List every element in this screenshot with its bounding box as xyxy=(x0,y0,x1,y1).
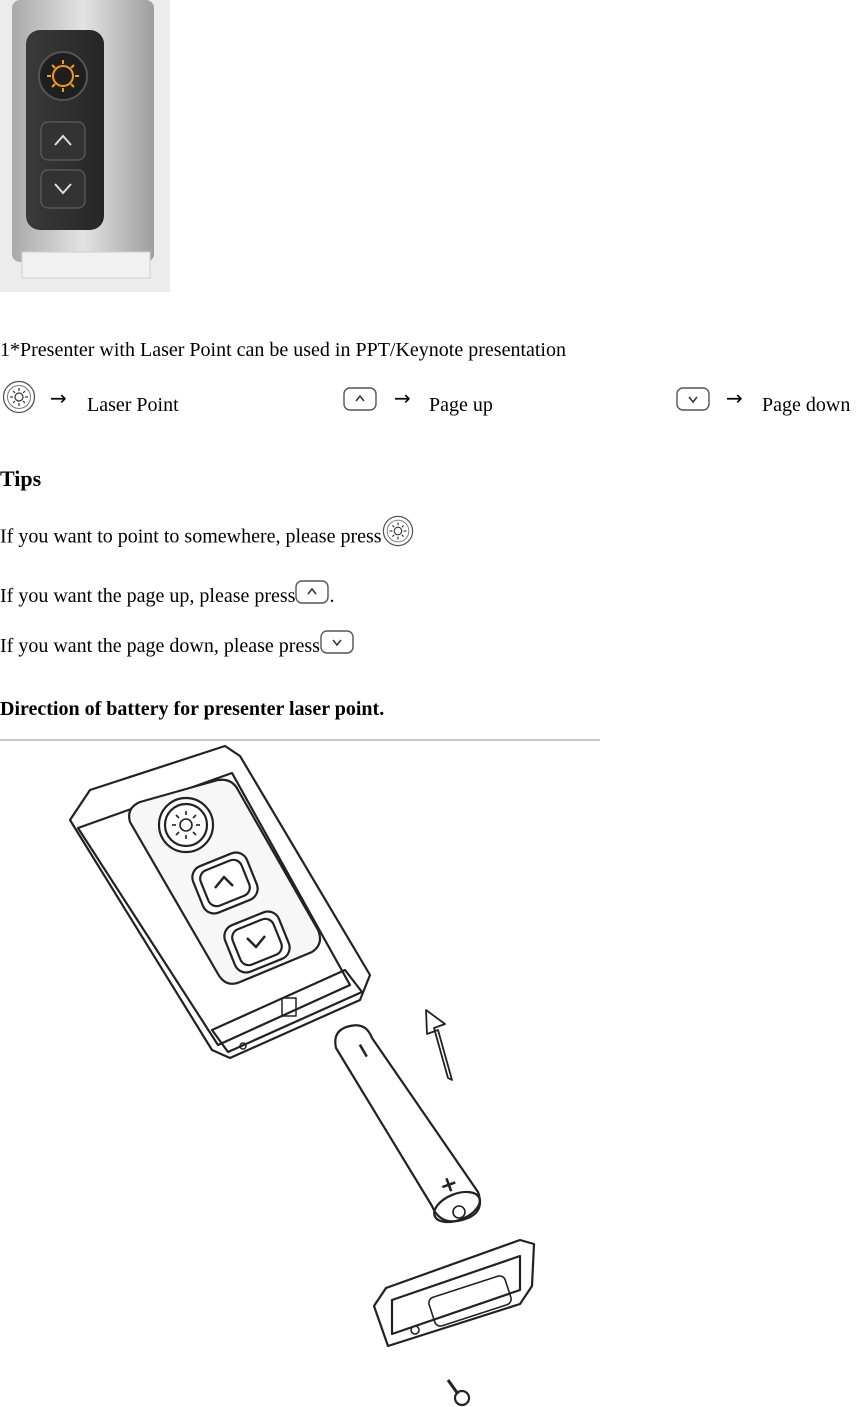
legend-arrow: → xyxy=(394,386,411,410)
intro-description: 1*Presenter with Laser Point can be used… xyxy=(0,339,566,361)
legend-arrow: → xyxy=(726,386,743,410)
page-down-button-icon xyxy=(676,387,710,411)
laser-button-icon xyxy=(2,380,36,414)
battery-diagram: − + xyxy=(0,742,600,1407)
legend-arrow: → xyxy=(50,386,67,410)
page-down-button-icon xyxy=(320,630,354,655)
tip-page-up: If you want the page up, please press . xyxy=(0,580,335,609)
laser-button-icon xyxy=(382,515,414,547)
legend-label: Page up xyxy=(429,394,493,416)
tip-page-down: If you want the page down, please press xyxy=(0,630,354,659)
tip-laser: If you want to point to somewhere, pleas… xyxy=(0,515,414,554)
page-up-button-icon xyxy=(343,387,377,411)
page-up-button-icon xyxy=(295,580,330,605)
legend-label: Laser Point xyxy=(87,394,179,416)
battery-heading: Direction of battery for presenter laser… xyxy=(0,698,385,720)
legend-label: Page down xyxy=(762,394,851,416)
tip-text: If you want to point to somewhere, pleas… xyxy=(0,525,382,548)
tip-suffix: . xyxy=(329,585,335,607)
tip-text: If you want the page down, please press xyxy=(0,635,320,657)
presenter-photo xyxy=(0,0,170,292)
tips-heading: Tips xyxy=(0,466,42,491)
divider xyxy=(0,739,600,741)
tip-text: If you want the page up, please press xyxy=(0,585,296,607)
